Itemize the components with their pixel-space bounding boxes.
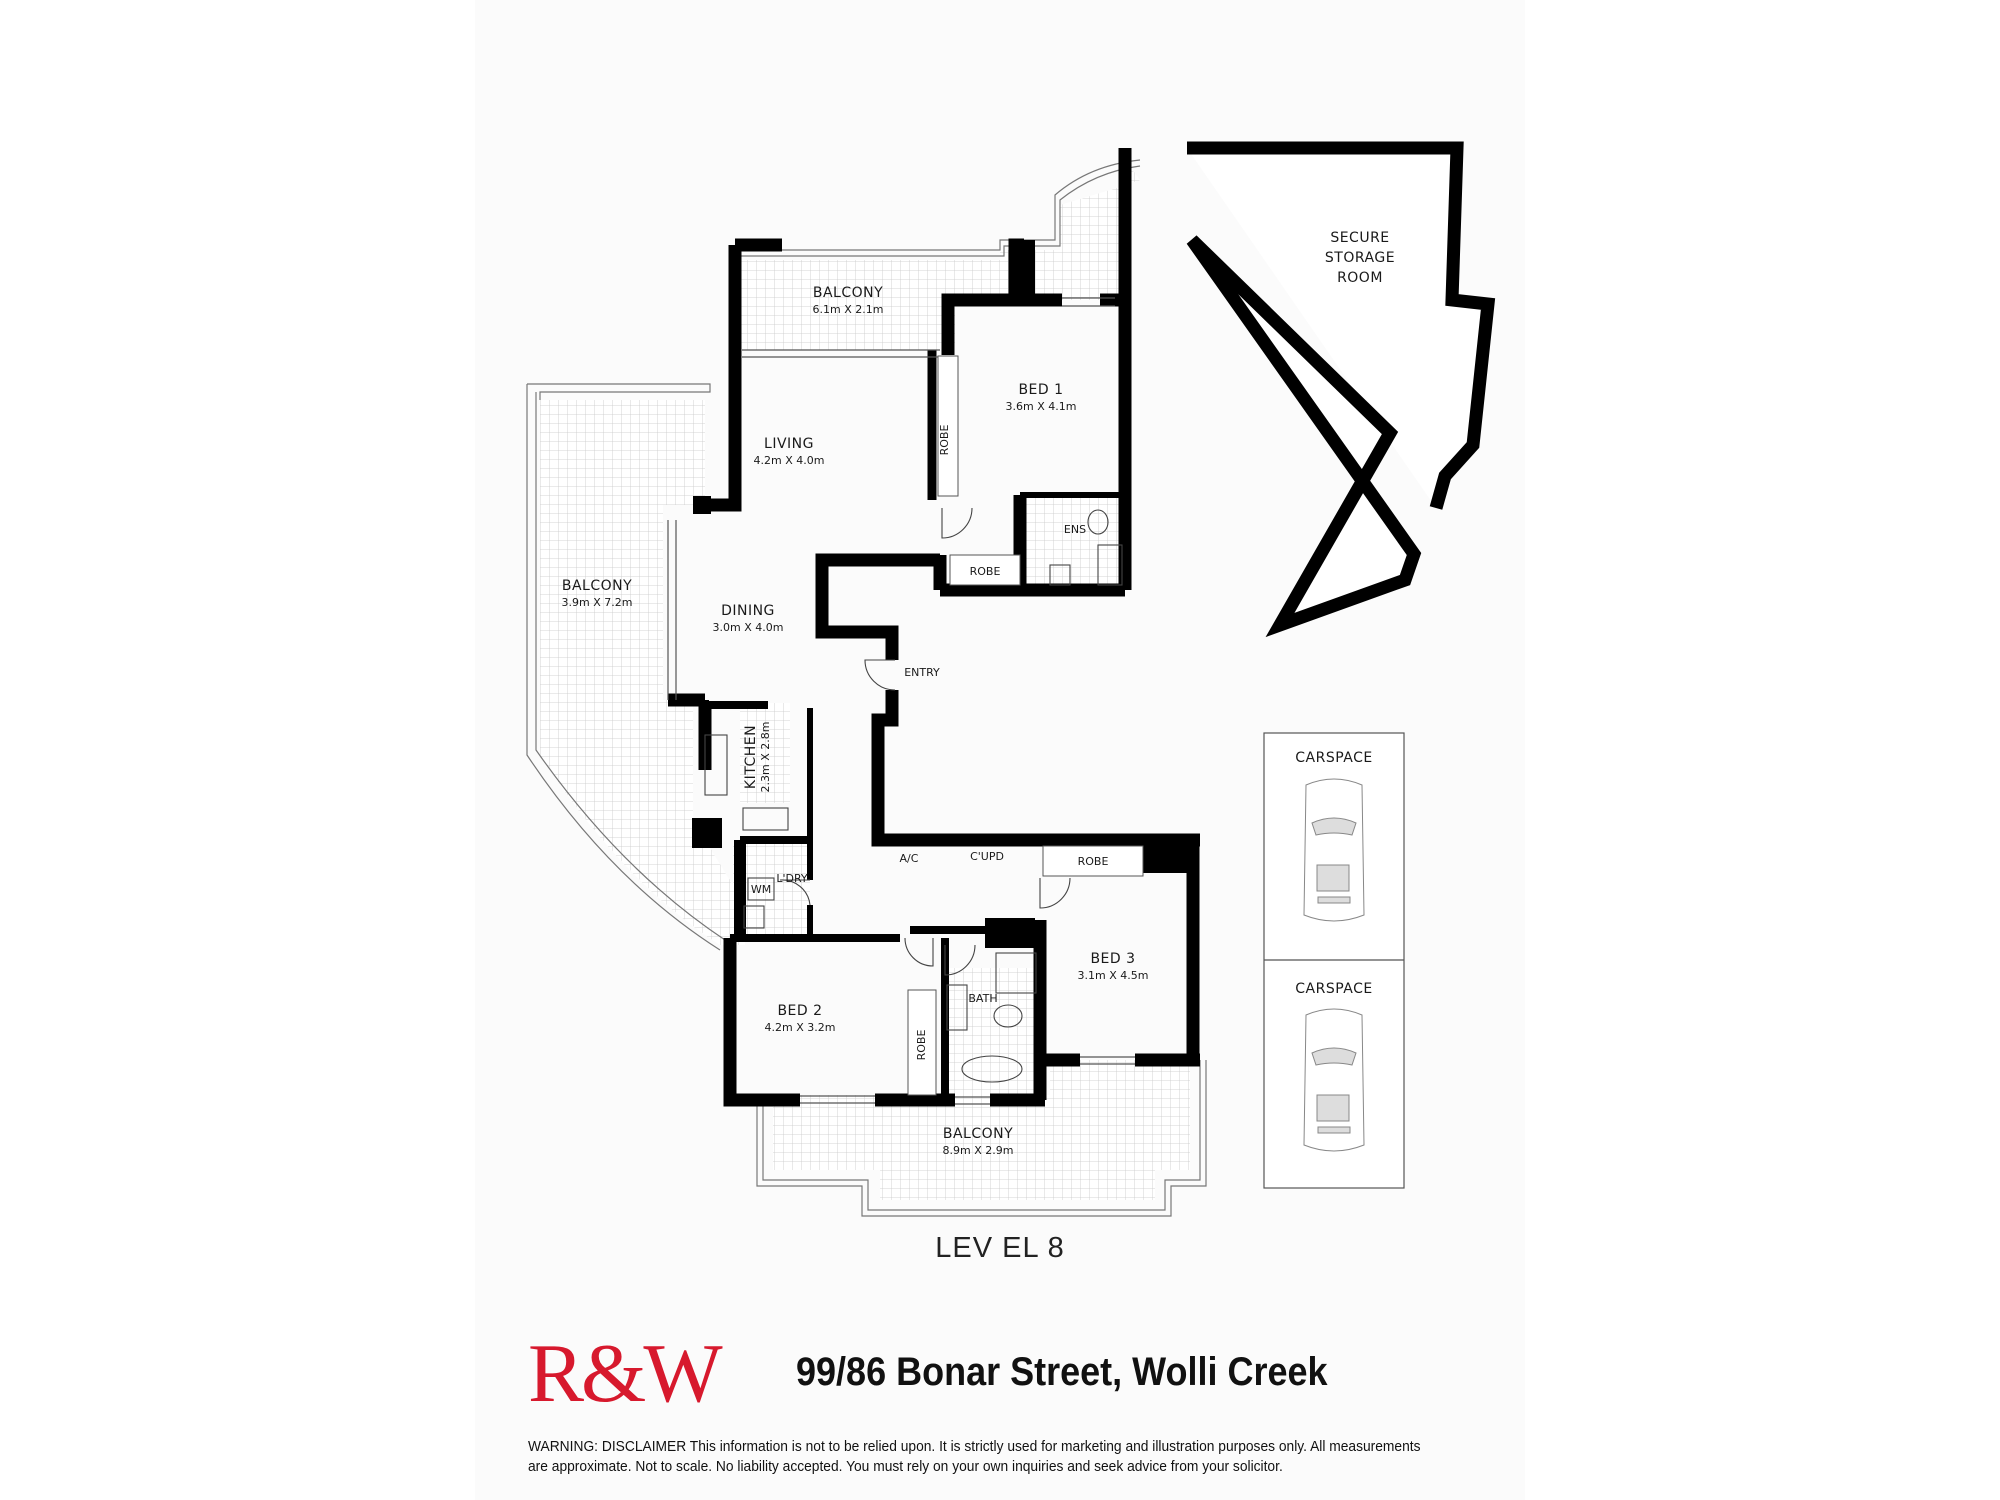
room-dims-balcony-left: 3.9m X 7.2m — [562, 596, 633, 609]
balcony-top-area — [735, 159, 1141, 350]
robe-boxes — [907, 355, 1144, 1096]
room-dims-bed3: 3.1m X 4.5m — [1078, 969, 1149, 982]
door-swings — [779, 507, 1410, 976]
room-label-bed3: BED 3 — [1090, 951, 1135, 967]
room-label-bed1: BED 1 — [1018, 382, 1063, 398]
ac-label: A/C — [900, 852, 919, 865]
apartment-walls — [668, 148, 1200, 1107]
robe-label-bed1-bottom: ROBE — [970, 565, 1001, 578]
bath-label: BATH — [968, 992, 997, 1005]
room-label-living: LIVING — [764, 436, 814, 452]
robe-label-bed3: ROBE — [1078, 855, 1109, 868]
bath-vanity — [946, 984, 968, 1031]
bath-shower — [995, 952, 1037, 994]
ensuite-shower — [1097, 544, 1123, 586]
balcony-left-area — [526, 383, 745, 951]
ensuite-toilet — [1087, 509, 1109, 535]
kitchen-bench — [740, 703, 790, 803]
level-label: LEV EL 8 — [935, 1232, 1065, 1264]
column — [693, 496, 711, 514]
rw-logo: R&W — [528, 1327, 723, 1420]
room-dims-bed2: 4.2m X 3.2m — [765, 1021, 836, 1034]
property-address: 99/86 Bonar Street, Wolli Creek — [796, 1350, 1328, 1394]
ensuite-label: ENS — [1064, 523, 1086, 536]
room-dims-bed1: 3.6m X 4.1m — [1006, 400, 1077, 413]
carspace-label-2: CARSPACE — [1295, 981, 1372, 997]
room-label-balcony-left: BALCONY — [562, 578, 632, 594]
room-dims-kitchen: 2.3m X 2.8m — [759, 722, 772, 793]
kitchen-sink — [704, 734, 728, 796]
room-dims-balcony-top: 6.1m X 2.1m — [813, 303, 884, 316]
storage-label-line3: ROOM — [1337, 270, 1383, 286]
column — [692, 818, 722, 848]
cupboard-label: C'UPD — [970, 850, 1004, 863]
room-label-balcony-top: BALCONY — [813, 285, 883, 301]
bathtub — [961, 1055, 1023, 1083]
room-dims-balcony-bottom: 8.9m X 2.9m — [943, 1144, 1014, 1157]
bath-floor — [942, 968, 1039, 1096]
cooktop — [742, 807, 789, 831]
room-label-dining: DINING — [721, 603, 775, 619]
disclaimer-text: WARNING: DISCLAIMER This information is … — [528, 1438, 1421, 1475]
robe-label-bed1-side: ROBE — [938, 425, 951, 456]
room-label-kitchen: KITCHEN — [743, 725, 759, 789]
carspace-box — [1263, 732, 1405, 1189]
laundry-tub — [743, 905, 765, 929]
washing-machine-box — [747, 877, 775, 901]
column — [1140, 835, 1195, 873]
car-icon — [1303, 778, 1365, 922]
storage-room-walls — [1186, 141, 1496, 638]
washing-machine-label: WM — [751, 883, 771, 896]
entry-label: ENTRY — [904, 666, 940, 679]
ensuite-basin — [1049, 564, 1071, 586]
storage-label-line1: SECURE — [1330, 230, 1389, 246]
carspace-label-1: CARSPACE — [1295, 750, 1372, 766]
ensuite-floor — [1025, 498, 1120, 586]
laundry-label: L'DRY — [776, 872, 808, 885]
column — [1010, 240, 1035, 300]
robe-label-bed2: ROBE — [915, 1030, 928, 1061]
fixtures — [704, 509, 1123, 1083]
room-dims-living: 4.2m X 4.0m — [754, 454, 825, 467]
column — [985, 918, 1035, 948]
room-dims-dining: 3.0m X 4.0m — [713, 621, 784, 634]
sliding-doors — [667, 297, 1135, 1105]
room-label-bed2: BED 2 — [777, 1003, 822, 1019]
car-icon — [1303, 1008, 1365, 1152]
bath-toilet — [993, 1004, 1023, 1028]
storage-label-line2: STORAGE — [1325, 250, 1395, 266]
room-label-balcony-bottom: BALCONY — [943, 1126, 1013, 1142]
